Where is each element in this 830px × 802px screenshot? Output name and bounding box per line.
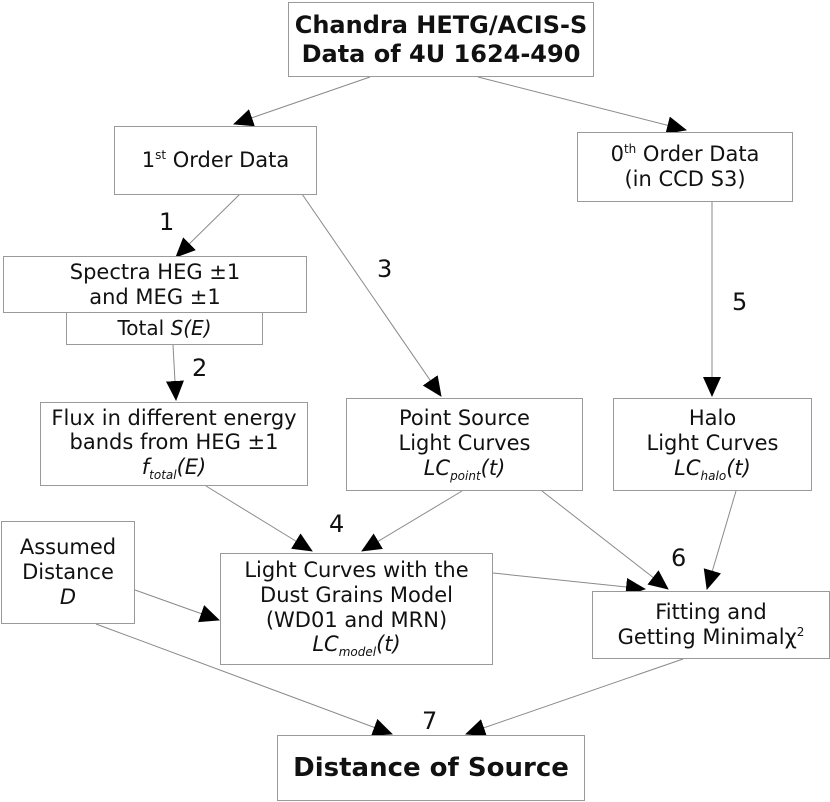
model-line2: Dust Grains Model [260, 582, 453, 607]
point-line2: Light Curves [398, 430, 531, 455]
node-assumed-distance: Assumed Distance D [1, 521, 135, 624]
arrow-first-order-to-point [301, 193, 442, 397]
halo-post: (t) [726, 455, 751, 480]
zeroth-order-line2: (in CCD S3) [624, 167, 746, 191]
model-sub: model [338, 645, 377, 660]
arrow-flux-to-model [205, 485, 313, 552]
point-lc: LC [423, 455, 451, 480]
point-line1: Point Source [399, 406, 530, 431]
model-line1: Light Curves with the [244, 558, 469, 583]
spectra-line2: and MEG ±1 [89, 284, 221, 309]
arrow-chandra-to-first-order [233, 76, 371, 127]
arrow-point-to-fitting [541, 490, 669, 590]
node-chandra-data: Chandra HETG/ACIS-S Data of 4U 1624-490 [288, 2, 594, 77]
halo-line2: Light Curves [646, 430, 779, 455]
fitting-line1: Fitting and [655, 600, 767, 625]
arrow-assumed-to-model [134, 589, 220, 623]
point-sub: point [450, 468, 481, 483]
arrow-total-to-flux [165, 344, 184, 401]
flux-post: (E) [176, 455, 207, 480]
total-s-e: S(E) [170, 315, 212, 340]
distance-label: Distance of Source [293, 752, 569, 783]
assumed-line3: D [59, 584, 77, 609]
arrow-model-to-fitting [492, 572, 646, 596]
total-label: Total [117, 315, 171, 340]
halo-line1: Halo [688, 406, 737, 431]
arrow-chandra-to-zeroth-order [477, 76, 687, 135]
node-spectra: Spectra HEG ±1 and MEG ±1 [3, 256, 307, 313]
node-chandra-line2: Data of 4U 1624-490 [301, 39, 581, 68]
flux-line2: bands from HEG ±1 [69, 430, 279, 455]
flux-line1: Flux in different energy [51, 405, 297, 430]
assumed-line1: Assumed [19, 535, 117, 560]
step-number-4: 4 [329, 510, 345, 538]
assumed-line2: Distance [22, 560, 114, 585]
model-line3: (WD01 and MRN) [265, 607, 448, 632]
step-number-5: 5 [732, 288, 748, 316]
zeroth-order-label: Order Data [636, 142, 760, 167]
halo-lc: LC [674, 455, 701, 480]
node-total-s-e: Total S(E) [66, 312, 263, 345]
node-dust-model: Light Curves with the Dust Grains Model … [220, 553, 493, 665]
fitting-chi: χ [784, 625, 797, 649]
arrow-assumed-to-distance [95, 623, 393, 736]
first-order-number: 1 [141, 148, 156, 173]
point-post: (t) [480, 455, 506, 480]
zeroth-order-sup: th [623, 142, 637, 157]
model-lc: LC [312, 632, 339, 657]
step-number-7: 7 [422, 707, 438, 735]
fitting-line2: Getting Minimal [617, 625, 785, 649]
arrow-halo-to-fitting [703, 490, 737, 590]
step-number-3: 3 [377, 255, 393, 283]
model-post: (t) [376, 632, 401, 657]
flux-f: f [141, 455, 150, 480]
zeroth-order-number: 0 [610, 142, 624, 167]
flux-sub: total [149, 468, 177, 483]
step-number-2: 2 [192, 354, 208, 382]
node-distance-of-source: Distance of Source [277, 735, 585, 801]
halo-sub: halo [700, 468, 727, 483]
arrow-point-to-model [361, 490, 463, 552]
node-point-source: Point Source Light Curves LCpoint(t) [346, 398, 583, 491]
first-order-sup: st [155, 148, 167, 163]
step-number-1: 1 [159, 208, 175, 236]
arrow-first-order-to-spectra [175, 193, 241, 258]
node-first-order-data: 1st Order Data [114, 126, 317, 195]
node-flux: Flux in different energy bands from HEG … [40, 402, 308, 486]
arrow-fitting-to-distance [465, 658, 684, 737]
node-fitting: Fitting and Getting Minimalχ2 [592, 591, 830, 659]
step-number-6: 6 [671, 544, 687, 572]
node-halo: Halo Light Curves LChalo(t) [613, 398, 812, 491]
node-chandra-line1: Chandra HETG/ACIS-S [294, 11, 588, 40]
node-zeroth-order-data: 0th Order Data (in CCD S3) [577, 132, 793, 202]
spectra-line1: Spectra HEG ±1 [69, 259, 241, 284]
fitting-sup: 2 [796, 625, 805, 639]
first-order-label: Order Data [166, 148, 290, 173]
